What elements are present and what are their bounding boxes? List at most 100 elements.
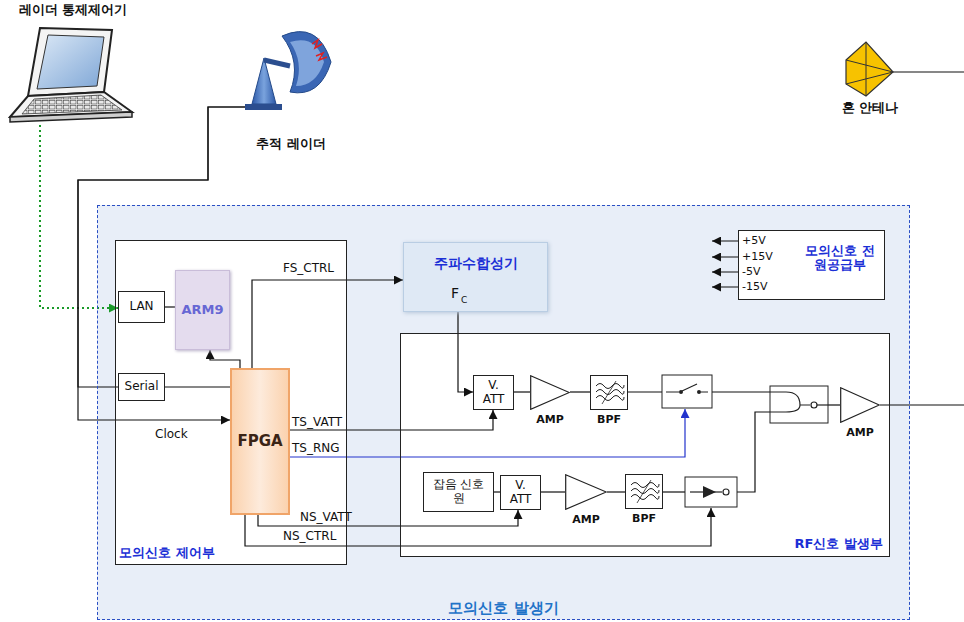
horn-edge [866,42,867,96]
signal-wire [541,491,565,492]
signal-label: +5V [742,234,766,247]
combiner-lines [770,392,810,412]
box-fill [400,333,890,557]
power-arrow [712,257,738,258]
combiner-box [770,386,828,423]
wire [737,412,770,492]
wire [880,404,964,405]
block-label: V. ATT [476,379,511,407]
block-box: V. ATT [473,375,514,410]
power-arrow [712,272,738,273]
filter-symbol [625,474,663,509]
signal-label: NS_CTRL [283,530,336,543]
combiner-port [811,402,817,408]
filter-node: BPF [590,375,628,429]
signal-wire [514,391,530,392]
wire [628,391,662,392]
isolator-arrow [703,486,716,498]
wire [663,491,685,492]
block-box: LAN [118,291,165,323]
block-label: Serial [125,380,159,394]
isolator-symbol [685,477,737,507]
feed-line [893,71,964,72]
laptop-front [10,112,132,122]
rf-switch-symbol [662,375,712,408]
switch-lead [701,392,708,393]
radar-dish [282,32,331,93]
control-wire [290,409,685,457]
device-label: 레이더 통제제어기 [6,3,140,18]
part-label: AMP [520,414,580,427]
signal-wire [607,491,625,492]
signal-wire [210,350,240,368]
switch-blade [682,384,697,391]
block-title: 주파수합성기 [404,255,547,271]
part-label: AMP [830,427,890,440]
block-box: 주파수합성기FC [403,242,548,312]
combiner-symbol [770,386,828,423]
block-box: 잡음 신호원 [423,472,494,512]
radar-arm [264,60,290,66]
band-fill [97,205,910,620]
control-wire [245,508,711,546]
block-box: Serial [118,373,165,401]
filter-wave [596,384,624,389]
switch-box [662,375,712,408]
block-box: FPGA [230,368,290,515]
block-label: LAN [129,300,153,314]
signal-wire [252,280,403,368]
block-label: FPGA [237,433,282,450]
amplifier-symbol [841,388,880,423]
switch-pole [697,390,701,394]
edge-label: Clock [155,428,188,441]
filter-slash [602,381,616,404]
radar-icon [245,32,331,110]
signal-name: F [451,285,459,301]
horn-body [846,42,893,96]
device-label: 혼 안테나 [826,101,914,116]
signal-wire [570,391,590,392]
edge-label: NS_VATT [300,511,352,524]
radar-pedestal [252,58,276,104]
filter-wave [631,483,659,488]
signal-wire [165,306,175,307]
combiner-lead [817,404,828,405]
group-box: RF신호 발생부V. ATTAMPBPF잡음 신호원V. ATTAMPBPFAM… [400,333,890,557]
block-box: V. ATT [500,475,541,510]
horn-antenna-icon [846,42,964,96]
laptop-keyboard [22,95,122,114]
laptop-icon [10,28,132,122]
edge-layer [40,107,625,526]
amplifier-symbol [530,375,570,410]
radar-beam [312,40,322,48]
radar-base [245,104,282,110]
amplifier-symbol [565,474,607,510]
amplifier-node: AMP [840,387,880,443]
isolator-box [685,477,737,507]
power-arrow [712,287,738,288]
signal-wire [165,386,230,387]
signal-wire [458,312,473,392]
group-box: 모의신호 발생기모의신호 제어부LANARM9SerialFPGA주파수합성기F… [97,205,910,620]
signal-label: -5V [742,265,761,278]
part-label: AMP [555,514,617,527]
device-node: 혼 안테나 [826,38,914,116]
laptop-display [37,35,104,89]
edge-label: FS_CTRL [283,262,334,275]
switch-lead [666,392,679,393]
edge-label: TS_VATT [292,416,342,429]
signal-label: TS_RNG [292,442,340,455]
wire [712,391,770,392]
horn-edge [846,60,893,84]
device-node: 추적 레이더 [245,26,337,152]
amplifier-symbol [566,475,607,510]
signal-wire [290,410,493,430]
amplifier-node: AMP [530,375,570,429]
filter-wave [631,495,659,500]
filter-wave [596,396,624,401]
signal-label: -15V [742,280,768,293]
filter-slash [637,480,651,503]
amplifier-node: AMP [565,474,607,528]
radar-dish-face [290,40,324,86]
device-label: 추적 레이더 [245,137,337,152]
